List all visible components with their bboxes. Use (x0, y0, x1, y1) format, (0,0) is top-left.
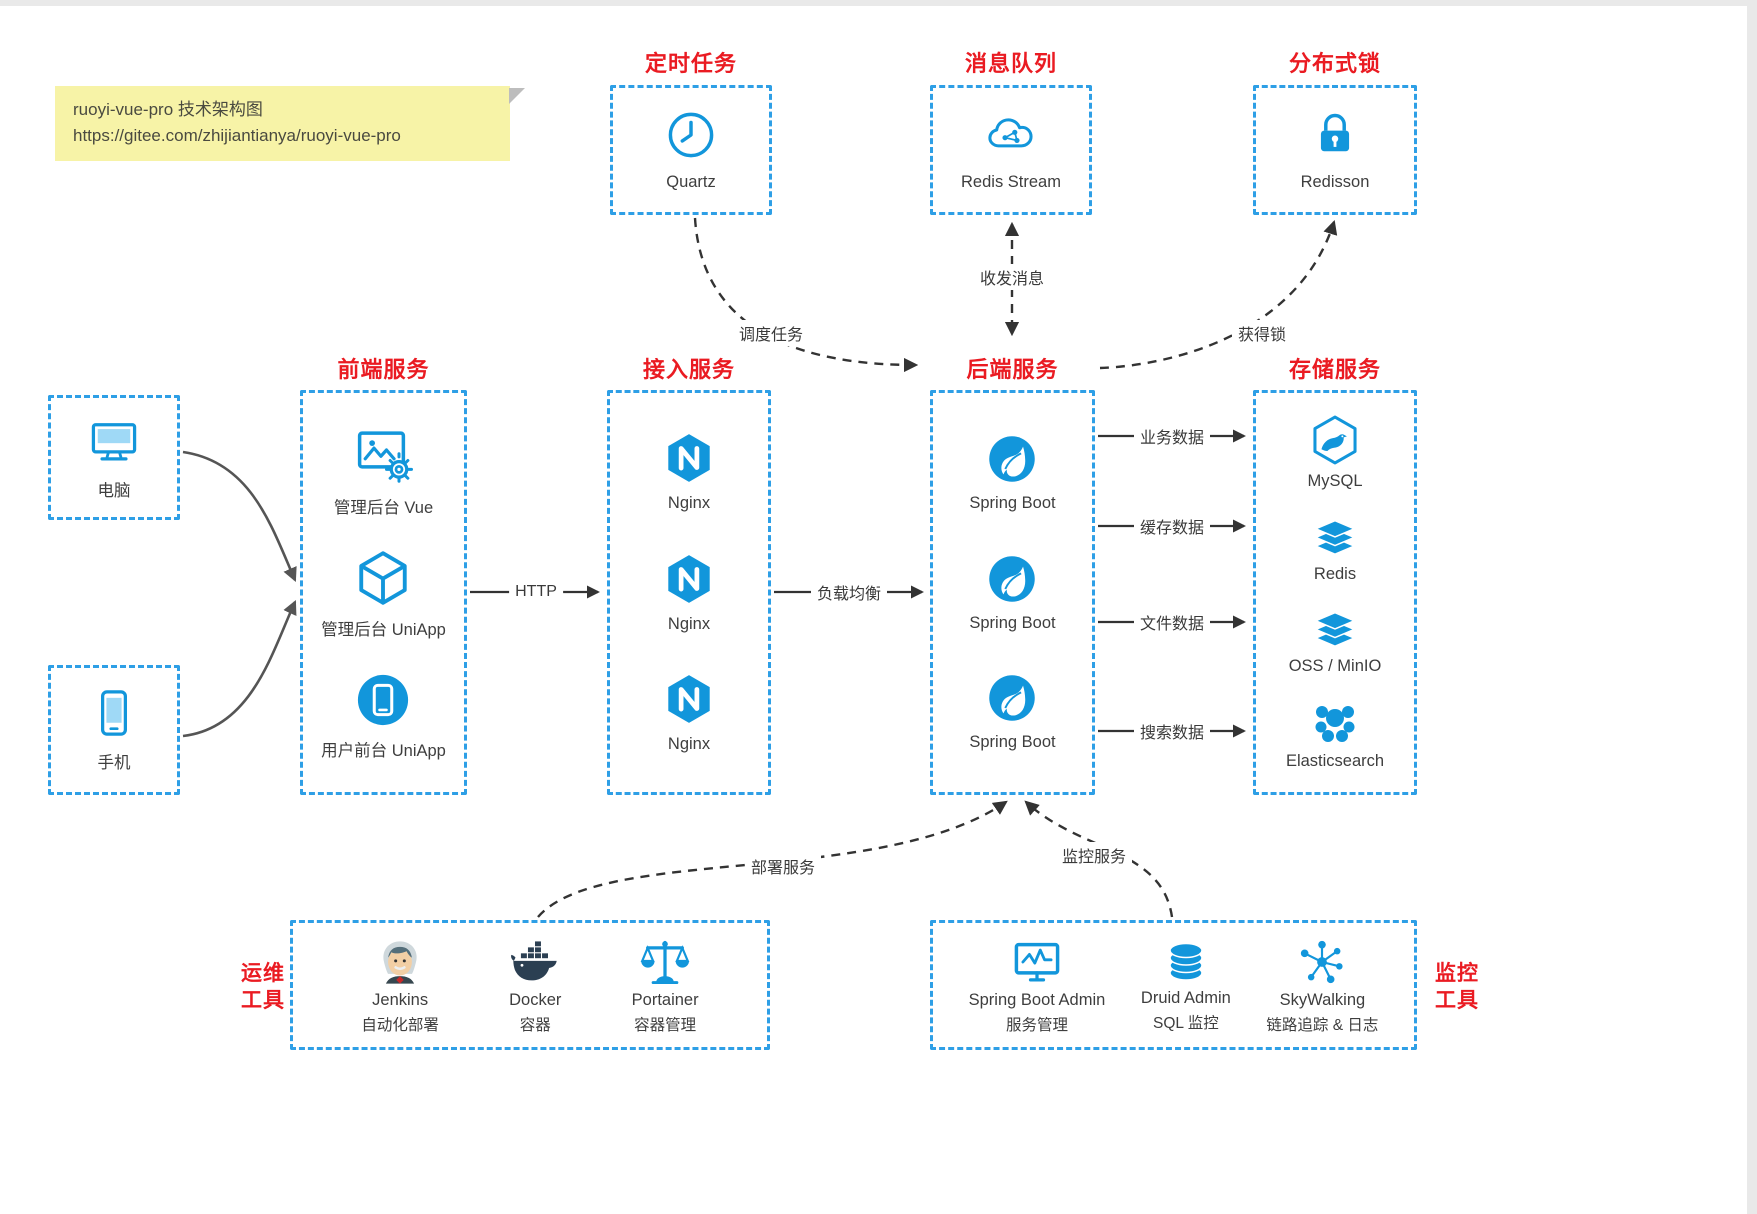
backend-box: Spring Boot Spring Boot Spring Boot (930, 390, 1095, 795)
note-url: https://gitee.com/zhijiantianya/ruoyi-vu… (73, 126, 401, 146)
cloud-network-icon (983, 109, 1039, 161)
group-title-message-queue: 消息队列 (964, 51, 1057, 76)
redis-stream-label: Redis Stream (961, 172, 1061, 191)
spring-leaf-icon (986, 433, 1038, 485)
monitoring-item-skywalking: SkyWalking 链路追踪 & 日志 (1266, 936, 1378, 1035)
ops-item-jenkins: Jenkins 自动化部署 (361, 936, 439, 1035)
group-title-frontend: 前端服务 (337, 357, 430, 382)
node-admin-vue: 管理后台 Vue (334, 425, 433, 518)
phone-circle-icon (355, 672, 411, 728)
scales-icon (639, 936, 691, 988)
sticky-note: ruoyi-vue-pro 技术架构图 https://gitee.com/zh… (55, 86, 525, 161)
group-title-scheduled-tasks: 定时任务 (644, 51, 737, 76)
edge-phone-to-frontend (182, 600, 297, 738)
ops-side-label: 运维 工具 (241, 962, 285, 1013)
node-spring-boot-1: Spring Boot (969, 433, 1056, 513)
frontend-box: 管理后台 Vue 管理后台 UniApp 用户前台 UniApp (300, 390, 467, 795)
storage-box: MySQL Redis OSS / MinIO Elasticsearch (1253, 390, 1417, 795)
quartz-box: Quartz (610, 85, 772, 215)
monitoring-item-druid-admin: Druid Admin SQL 监控 (1141, 938, 1231, 1033)
monitoring-item-spring-boot-admin: Spring Boot Admin 服务管理 (969, 936, 1105, 1035)
quartz-label: Quartz (666, 172, 716, 191)
docker-whale-icon (507, 936, 563, 988)
layer-stack-icon (1312, 513, 1358, 559)
ops-tools-box: Jenkins 自动化部署 Docker 容器 Portainer 容器管理 (290, 920, 770, 1050)
group-title-backend: 后端服务 (966, 357, 1059, 382)
redisson-label: Redisson (1300, 172, 1370, 191)
monitoring-tools-box: Spring Boot Admin 服务管理 Druid Admin SQL 监… (930, 920, 1417, 1050)
mysql-dolphin-icon (1309, 414, 1361, 466)
node-nginx-2: Nginx (662, 552, 716, 634)
ops-item-portainer: Portainer 容器管理 (632, 936, 699, 1035)
group-title-storage: 存储服务 (1288, 357, 1381, 382)
access-box: Nginx Nginx Nginx (607, 390, 771, 795)
redisson-box: Redisson (1253, 85, 1417, 215)
layer-stack-icon (1312, 605, 1358, 651)
monitor-chart-icon (1010, 936, 1064, 988)
nginx-hexagon-icon (662, 431, 716, 485)
group-title-access: 接入服务 (642, 357, 735, 382)
node-nginx-3: Nginx (662, 672, 716, 754)
pc-label: 电脑 (97, 481, 131, 500)
edge-label-search-data: 搜索数据 (1133, 718, 1211, 744)
cube-wireframe-icon (354, 549, 412, 607)
desktop-icon (86, 415, 142, 467)
database-discs-icon (1162, 938, 1210, 986)
lock-icon (1309, 109, 1361, 161)
node-spring-boot-3: Spring Boot (969, 672, 1056, 752)
edge-label-monitor: 监控服务 (1055, 842, 1133, 868)
nginx-hexagon-icon (662, 672, 716, 726)
jenkins-butler-icon (374, 936, 426, 988)
clock-icon (665, 109, 717, 161)
phone-icon (88, 687, 140, 739)
edge-label-acquire-lock: 获得锁 (1231, 320, 1293, 346)
node-user-uniapp: 用户前台 UniApp (321, 672, 446, 761)
page-edge-right (1747, 0, 1757, 1214)
edge-label-messaging: 收发消息 (973, 264, 1051, 290)
redis-stream-box: Redis Stream (930, 85, 1092, 215)
node-redis: Redis (1312, 513, 1358, 584)
edge-label-business-data: 业务数据 (1133, 423, 1211, 449)
group-title-distributed-lock: 分布式锁 (1288, 51, 1381, 76)
edge-label-load-balance: 负载均衡 (810, 579, 888, 605)
node-nginx-1: Nginx (662, 431, 716, 513)
edge-label-cache-data: 缓存数据 (1133, 513, 1211, 539)
page-edge-top (0, 0, 1757, 6)
edge-acquire-lock-line (1099, 219, 1338, 370)
spring-leaf-icon (986, 553, 1038, 605)
edge-label-deploy: 部署服务 (744, 853, 822, 879)
spring-leaf-icon (986, 672, 1038, 724)
node-mysql: MySQL (1307, 414, 1363, 491)
edge-label-schedule: 调度任务 (732, 320, 810, 346)
admin-screen-gear-icon (354, 425, 414, 485)
node-oss-minio: OSS / MinIO (1289, 605, 1381, 676)
edge-pc-to-frontend (182, 450, 297, 582)
cluster-blobs-icon (1311, 698, 1359, 746)
ops-item-docker: Docker 容器 (507, 936, 563, 1035)
node-spring-boot-2: Spring Boot (969, 553, 1056, 633)
nginx-hexagon-icon (662, 552, 716, 606)
pc-client-box: 电脑 (48, 395, 180, 520)
phone-client-box: 手机 (48, 665, 180, 795)
edge-label-http: HTTP (509, 582, 563, 602)
phone-label: 手机 (97, 754, 131, 772)
note-title: ruoyi-vue-pro 技术架构图 (73, 100, 263, 119)
monitoring-side-label: 监控 工具 (1435, 962, 1479, 1013)
edge-label-file-data: 文件数据 (1133, 609, 1211, 635)
network-nodes-icon (1296, 936, 1348, 988)
node-admin-uniapp: 管理后台 UniApp (321, 549, 446, 640)
note-fold-decoration (509, 88, 525, 104)
node-elasticsearch: Elasticsearch (1286, 698, 1384, 771)
